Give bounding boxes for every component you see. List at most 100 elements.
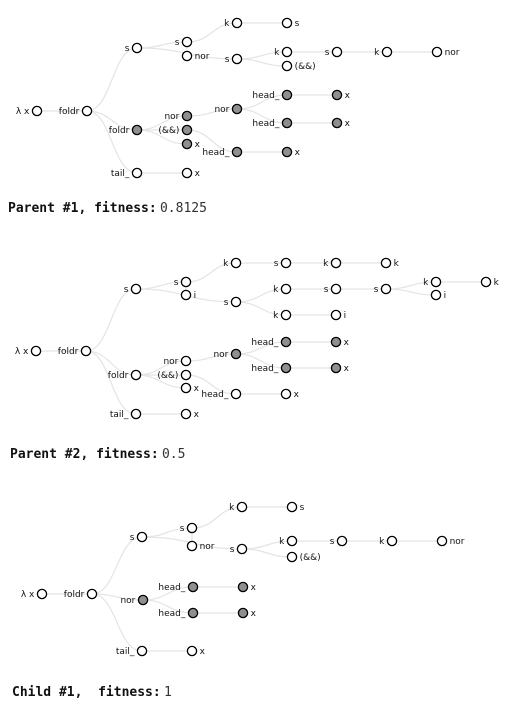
parent-2-node-s2 [280,257,292,269]
parent-2-node-s4 [380,283,392,295]
child-1-label-nor3: nor [120,596,135,606]
parent-1-node-nor3 [181,110,193,122]
parent-2-label-and1: (&&) [157,371,178,381]
child-1-node-s1b [236,543,248,555]
parent-1-label-s1: s [125,44,130,54]
parent-1-label-tail: tail_ [111,169,130,179]
parent-1-node-x3 [331,117,343,129]
child-1-node-nor1 [186,540,198,552]
parent-2-fitness-value: 0.5 [161,447,186,462]
parent-1-node-s1a [181,36,193,48]
parent-2-edge-s1b-k6 [235,301,287,316]
child-1-label-s2: s [330,537,335,547]
child-1-label-x3: x [200,647,206,657]
parent-1-node-head1 [281,89,293,101]
child-1-edge-s1a-k1 [191,506,243,529]
parent-2-label-head1: head_ [251,338,278,348]
parent-1-node-and1 [281,60,293,72]
parent-2-caption-label: Parent #2, fitness: [10,447,159,462]
child-1-node-s1 [136,531,148,543]
parent-2-node-s1b [230,296,242,308]
parent-1-label-nor4: nor [214,105,229,115]
parent-2-node-nor2 [230,348,242,360]
parent-1-edge-s1b-k2 [236,51,288,60]
child-1-node-root [36,588,48,600]
parent-1-edge-and2-head3 [186,129,238,153]
parent-2-label-head2: head_ [251,364,278,374]
parent-2-node-x1 [180,382,192,394]
child-1-edge-foldr-nor3 [91,593,144,601]
parent-2-label-k2leaf: k [394,259,400,269]
child-1-node-x1 [237,581,249,593]
parent-2-node-s1a [180,276,192,288]
parent-1-node-x4 [281,146,293,158]
parent-2-node-x3 [330,362,342,374]
parent-1-label-x5: x [195,169,201,179]
parent-1-node-nor1 [181,50,193,62]
child-1-node-head1 [187,581,199,593]
parent-2-node-nor1 [180,355,192,367]
child-1-edge-nor3-head2 [142,599,194,614]
parent-2-label-nor1: nor [163,357,178,367]
parent-1-edge-s1b-and1 [236,58,288,67]
parent-2-label-k1: k [223,259,229,269]
parent-2-label-k6: k [273,311,279,321]
parent-1-node-x1 [181,138,193,150]
parent-2-node-k6 [280,309,292,321]
parent-1-node-k2 [281,46,293,58]
parent-2-node-k3 [280,283,292,295]
parent-2-node-k2leaf [380,257,392,269]
child-1-node-x2 [237,607,249,619]
parent-1-label-head1: head_ [252,91,279,101]
parent-2-node-x2 [330,336,342,348]
parent-2-node-s1 [130,283,142,295]
child-1-node-k2 [286,535,298,547]
parent-2-label-i2: i [444,291,447,301]
child-1-label-head2: head_ [158,609,185,619]
child-1-edge-foldr-s1 [91,536,143,595]
parent-2-node-i1 [180,289,192,301]
parent-2-edge-foldr-foldr2 [85,350,137,376]
parent-2-label-root: λ x [15,347,29,357]
parent-2-label-s1b: s [224,298,229,308]
parent-2-label-x1: x [194,384,200,394]
parent-2-node-k4 [430,276,442,288]
child-1-label-head1: head_ [158,583,185,593]
parent-2-label-x3: x [344,364,350,374]
parent-1-label-nor3: nor [164,112,179,122]
parent-2-node-foldr [80,345,92,357]
parent-1-label-k3: k [374,48,380,58]
parent-2-node-i3 [330,309,342,321]
parent-2-label-tail: tail_ [110,410,129,420]
parent-2-label-foldr: foldr [58,347,79,357]
parent-2-label-s1: s [124,285,129,295]
parent-1-edge-nor3-nor4 [186,108,238,117]
parent-1-label-nor2: nor [445,48,460,58]
child-1-label-nor2: nor [450,537,465,547]
child-1-label-tail: tail_ [116,647,135,657]
parent-2-label-k5: k [494,278,500,288]
parent-2-node-head2 [280,362,292,374]
child-1-label-k2: k [279,537,285,547]
parent-1-node-s1 [131,42,143,54]
parent-2-edge-and1-head3 [185,374,237,395]
parent-1-fitness-value: 0.8125 [159,201,207,216]
parent-1-label-s1leaf: s [295,19,300,29]
child-1-node-s2 [336,535,348,547]
parent-2-edge-foldr2-x1 [135,374,187,389]
child-1-node-k3 [386,535,398,547]
parent-1-node-x5 [181,167,193,179]
parent-2-label-k3: k [273,285,279,295]
parent-1-label-and2: (&&) [158,126,179,136]
parent-1-caption: Parent #1, fitness: 0.8125 [8,200,207,216]
child-1-label-s1a: s [180,524,185,534]
parent-2-node-k5 [480,276,492,288]
parent-1-label-root: λ x [16,107,30,117]
parent-1-node-s2 [331,46,343,58]
child-1-caption-label: Child #1, fitness: [12,685,161,700]
child-1-label-root: λ x [21,590,35,600]
parent-1-label-head3: head_ [202,148,229,158]
parent-1-edge-foldr2-x1 [136,129,188,145]
